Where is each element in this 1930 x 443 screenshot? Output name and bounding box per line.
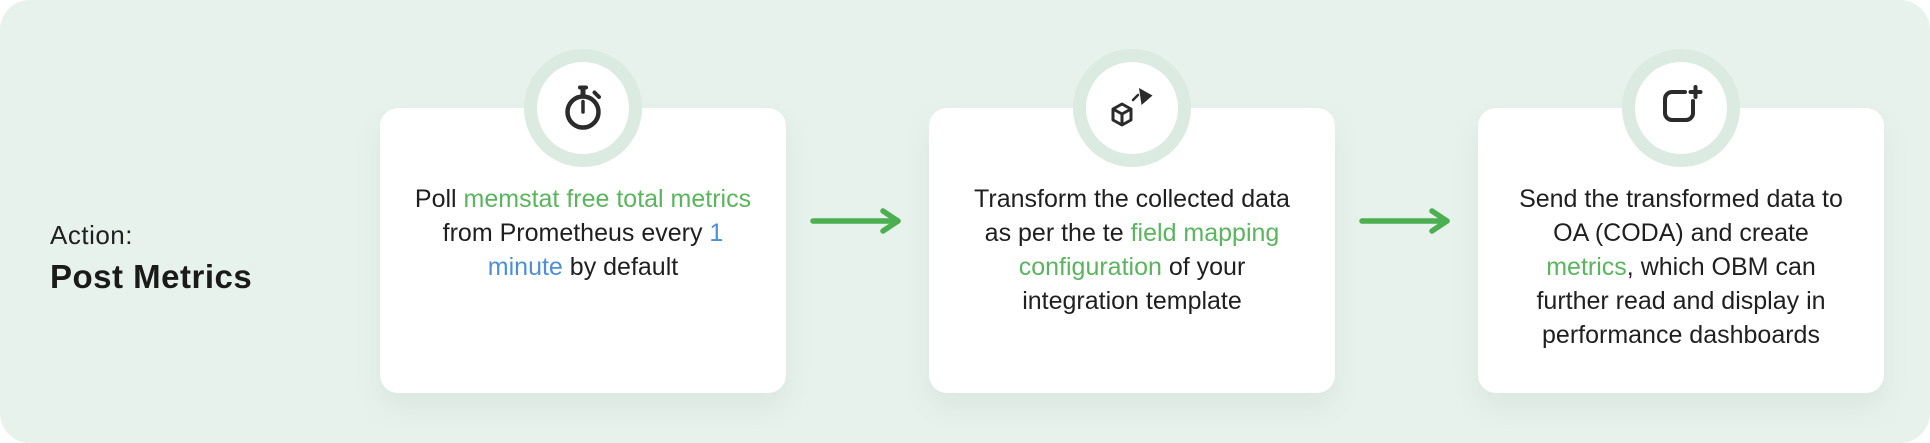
card-text: Transform the collected data as per the … — [974, 185, 1290, 315]
create-metric-icon — [1635, 62, 1727, 154]
arrow-icon — [1359, 208, 1450, 234]
card-send-data: Send the transformed data to OA (CODA) a… — [1478, 49, 1884, 393]
action-label-block: Action: Post Metrics — [50, 220, 252, 296]
stopwatch-icon — [537, 62, 629, 154]
icon-halo — [1622, 49, 1740, 167]
action-label: Action: — [50, 220, 133, 250]
arrow-icon — [810, 208, 901, 234]
icon-halo — [524, 49, 642, 167]
icon-halo — [1073, 49, 1191, 167]
card-text: Send the transformed data to OA (CODA) a… — [1519, 185, 1843, 349]
card-poll-metrics: Poll memstat free total metrics from Pro… — [380, 49, 786, 393]
action-title: Post Metrics — [50, 258, 253, 295]
transform-icon — [1086, 62, 1178, 154]
card-transform-data: Transform the collected data as per the … — [929, 49, 1335, 393]
flow-diagram: Poll memstat free total metrics from Pro… — [380, 49, 1884, 393]
card-text: Poll memstat free total metrics from Pro… — [414, 185, 752, 281]
